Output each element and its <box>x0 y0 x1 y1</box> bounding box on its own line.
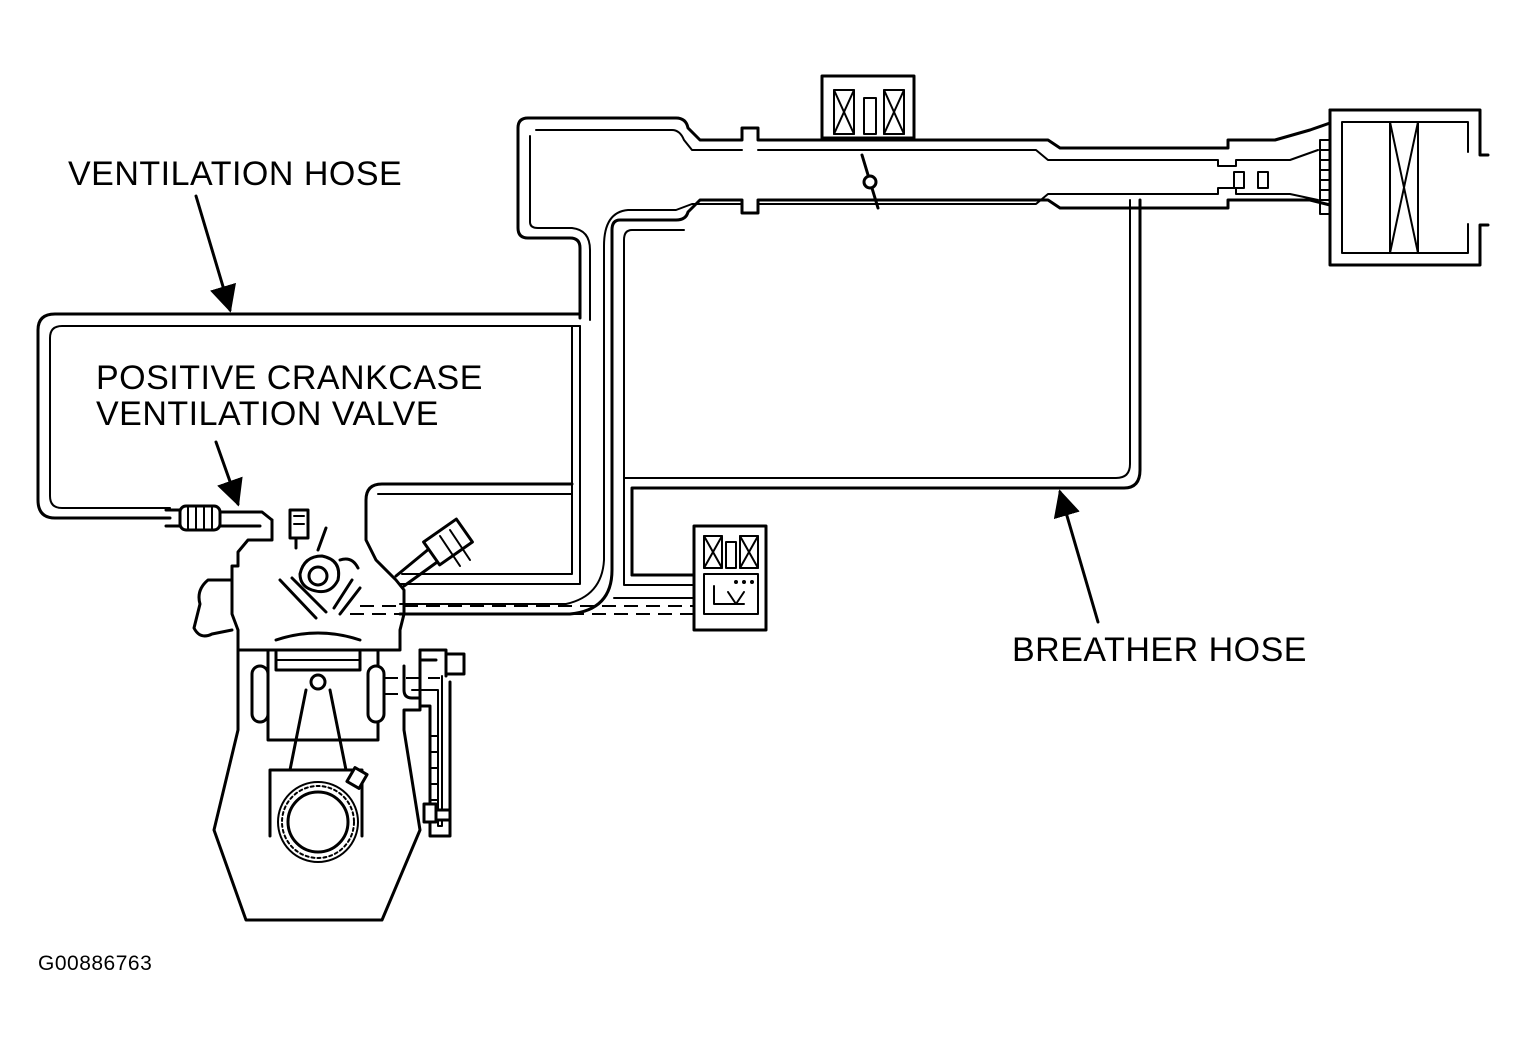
intake-air-duct <box>516 116 1332 321</box>
breather-hose-arrow <box>1053 489 1100 624</box>
breather-hose <box>350 198 1142 616</box>
throttle-body-icon <box>820 74 916 140</box>
ventilation-hose-arrow <box>194 194 236 313</box>
pcv-valve-label-line2: VENTILATION VALVE <box>96 395 439 433</box>
ventilation-hose <box>36 312 582 585</box>
air-cleaner-icon <box>1319 108 1490 267</box>
pcv-valve-label-line1: POSITIVE CRANKCASE <box>96 359 483 397</box>
pcv-valve-icon <box>164 504 274 538</box>
breather-hose-label: BREATHER HOSE <box>1012 631 1307 669</box>
ventilation-hose-label: VENTILATION HOSE <box>68 155 403 193</box>
engine-cylinder-icon <box>192 482 574 922</box>
pcv-valve-arrow <box>214 440 243 507</box>
sensor-block-icon <box>692 524 768 632</box>
figure-id: G00886763 <box>38 952 153 975</box>
